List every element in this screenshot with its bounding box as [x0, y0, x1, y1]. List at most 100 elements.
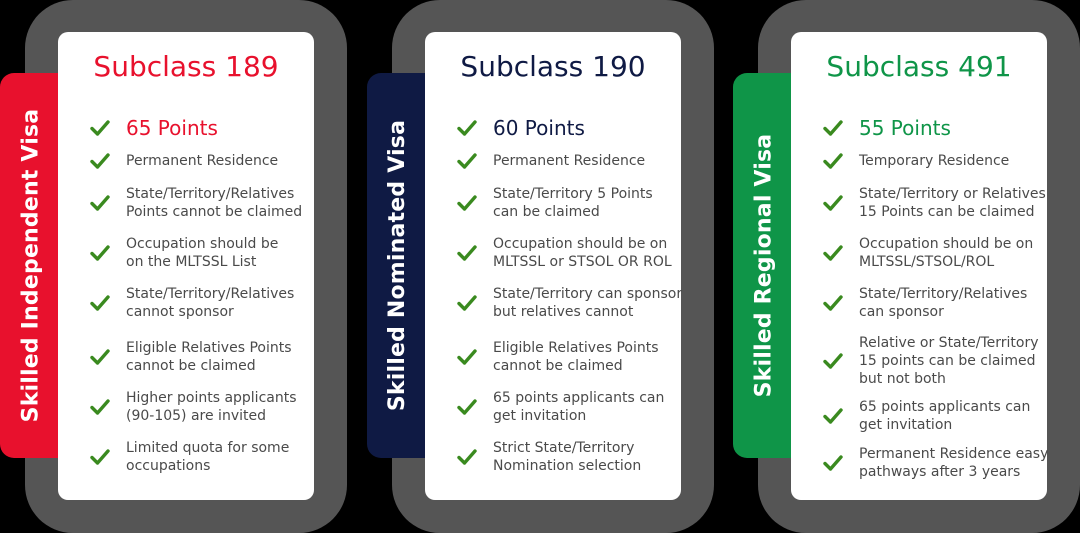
feature-line: Permanent Residence easy	[859, 446, 1049, 462]
checkmark-icon	[823, 352, 843, 370]
checkmark-icon	[457, 294, 477, 312]
tab-label-491: Skilled Regional Visa	[751, 133, 777, 398]
feature-item: Temporary Residence	[823, 151, 1043, 171]
feature-line: (90-105) are invited	[126, 408, 266, 424]
checkmark-icon	[457, 348, 477, 366]
feature-text: Higher points applicants(90-105) are inv…	[126, 389, 297, 425]
feature-line: but relatives cannot	[493, 304, 634, 320]
feature-line: cannot be claimed	[126, 358, 256, 374]
feature-points: 60 Points	[457, 115, 677, 141]
feature-line: 65 points applicants can	[493, 390, 665, 406]
card-title-189: Subclass 189	[93, 50, 279, 83]
checkmark-icon	[823, 119, 843, 137]
feature-line: State/Territory/Relatives	[126, 186, 295, 202]
checkmark-icon	[823, 454, 843, 472]
checkmark-icon	[823, 294, 843, 312]
feature-line: but not both	[859, 371, 946, 387]
checkmark-icon	[823, 244, 843, 262]
feature-item: Relative or State/Territory 15 points can…	[823, 334, 1043, 388]
feature-item: State/Territory 5 Points can be claimed	[457, 185, 677, 221]
tab-label-189: Skilled Independent Visa	[18, 108, 44, 423]
checkmark-icon	[90, 294, 110, 312]
points-text: 65 Points	[126, 116, 218, 140]
tab-190: Skilled Nominated Visa	[367, 73, 429, 458]
feature-item: Permanent Residence	[90, 151, 310, 171]
feature-text: Occupation should be on MLTSSL/STSOL/ROL	[859, 235, 1033, 271]
feature-text: Temporary Residence	[859, 152, 1009, 170]
feature-line: Points cannot be claimed	[126, 204, 303, 220]
tab-491: Skilled Regional Visa	[733, 73, 795, 458]
checkmark-icon	[90, 119, 110, 137]
feature-line: State/Territory/Relatives	[126, 286, 295, 302]
checkmark-icon	[90, 448, 110, 466]
feature-item: Eligible Relatives Points cannot be claim…	[90, 339, 310, 375]
feature-line: Permanent Residence	[126, 153, 279, 169]
feature-line: Occupation should be	[126, 236, 279, 252]
feature-line: Occupation should be on	[859, 236, 1034, 252]
feature-line: State/Territory can sponsor	[493, 286, 683, 302]
feature-line: get invitation	[493, 408, 587, 424]
feature-line: can sponsor	[859, 304, 944, 320]
feature-text: Permanent Residence	[126, 152, 278, 170]
checkmark-icon	[457, 244, 477, 262]
feature-line: State/Territory or Relatives	[859, 186, 1046, 202]
feature-text: State/Territory 5 Points can be claimed	[493, 185, 653, 221]
feature-line: Strict State/Territory	[493, 440, 635, 456]
checkmark-icon	[823, 152, 843, 170]
feature-line: MLTSSL/STSOL/ROL	[859, 254, 995, 270]
feature-line: get invitation	[859, 417, 953, 433]
checkmark-icon	[90, 244, 110, 262]
feature-text: State/Territory can sponsor but relatives…	[493, 285, 682, 321]
feature-line: State/Territory 5 Points	[493, 186, 653, 202]
feature-line: Eligible Relatives Points	[493, 340, 659, 356]
feature-line: cannot sponsor	[126, 304, 234, 320]
feature-line: occupations	[126, 458, 211, 474]
feature-line: Nomination selection	[493, 458, 642, 474]
feature-line: Permanent Residence	[493, 153, 646, 169]
feature-item: Permanent Residence	[457, 151, 677, 171]
feature-line: Temporary Residence	[859, 153, 1010, 169]
checkmark-icon	[457, 194, 477, 212]
tab-189: Skilled Independent Visa	[0, 73, 62, 458]
checkmark-icon	[90, 194, 110, 212]
card-title-190: Subclass 190	[460, 50, 646, 83]
checkmark-icon	[90, 398, 110, 416]
feature-item: State/Territory can sponsor but relatives…	[457, 285, 682, 321]
feature-item: 65 points applicants can get invitation	[823, 398, 1043, 434]
feature-item: Occupation should be on MLTSSL/STSOL/ROL	[823, 235, 1043, 271]
points-text: 60 Points	[493, 116, 585, 140]
card-title-491: Subclass 491	[826, 50, 1012, 83]
checkmark-icon	[823, 407, 843, 425]
feature-line: Occupation should be on	[493, 236, 668, 252]
feature-item: State/Territory/Relatives cannot sponsor	[90, 285, 310, 321]
feature-text: Permanent Residence	[493, 152, 645, 170]
card-190: Subclass 190 60 Points Permanent Residen…	[425, 32, 682, 500]
feature-line: can be claimed	[493, 204, 600, 220]
feature-line: 65 points applicants can	[859, 399, 1031, 415]
card-491: Subclass 491 55 Points Temporary Residen…	[791, 32, 1048, 500]
feature-item: 65 points applicants can get invitation	[457, 389, 677, 425]
feature-points: 55 Points	[823, 115, 1043, 141]
card-189: Subclass 189 65 Points Permanent Residen…	[58, 32, 314, 500]
feature-line: Eligible Relatives Points	[126, 340, 292, 356]
feature-line: Relative or State/Territory	[859, 335, 1039, 351]
feature-line: 15 points can be claimed	[859, 353, 1036, 369]
feature-points: 65 Points	[90, 115, 310, 141]
